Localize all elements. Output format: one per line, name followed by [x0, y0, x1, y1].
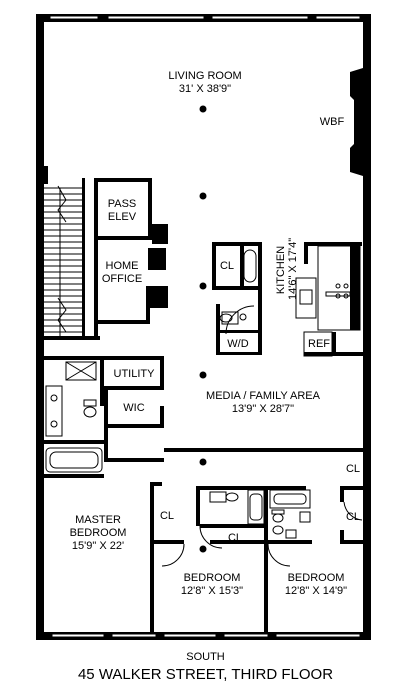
pass-elev-label: PASS ELEV: [96, 198, 148, 224]
kitchen-label: KITCHEN 14'6" X 17'4": [275, 238, 299, 300]
windows-bottom: [51, 633, 361, 638]
east-closet-label: CL: [345, 511, 361, 523]
kitchen-name: KITCHEN: [275, 245, 287, 295]
west-bath-walls: [44, 356, 164, 478]
wbf-label: WBF: [319, 116, 345, 128]
hall-closet-label: CL: [345, 463, 361, 475]
media-area-label: MEDIA / FAMILY AREA 13'9" X 28'7": [188, 390, 338, 416]
utility-label: UTILITY: [113, 368, 155, 380]
bedroom1-name: BEDROOM: [183, 572, 241, 584]
kitchen-fixtures: [219, 249, 257, 335]
kitchen-walls: [212, 242, 262, 355]
address-title: 45 WALKER STREET, THIRD FLOOR: [77, 666, 334, 683]
kitchen-closet-label: CL: [219, 260, 235, 272]
orientation-label: SOUTH: [186, 651, 225, 663]
master-bedroom-line2: BEDROOM: [69, 527, 127, 539]
home-office-line1: HOME: [105, 260, 139, 272]
kitchen-counter: [295, 242, 364, 357]
living-room-label: LIVING ROOM 31' X 38'9": [150, 70, 260, 96]
pass-elev-line1: PASS: [107, 198, 137, 210]
living-room-dims: 31' X 38'9": [178, 83, 232, 95]
master-bedroom-dims: 15'9" X 22': [71, 540, 125, 552]
elevator-office-walls: [94, 178, 168, 336]
master-bedroom-line1: MASTER: [75, 514, 121, 526]
master-bedroom-label: MASTER BEDROOM 15'9" X 22': [56, 514, 140, 553]
ref-label: REF: [308, 338, 330, 350]
wd-label: W/D: [227, 338, 249, 350]
bath-closet-label: CL: [227, 532, 243, 544]
home-office-line2: OFFICE: [101, 273, 143, 285]
west-bath-fixtures: [45, 361, 103, 473]
bedroom1-dims: 12'8" X 15'3": [180, 585, 244, 597]
bedroom-baths-fixtures: [161, 489, 363, 567]
living-room-name: LIVING ROOM: [168, 70, 242, 82]
wic-label: WIC: [123, 402, 145, 414]
pass-elev-line2: ELEV: [107, 211, 137, 223]
kitchen-dims: 14'6" X 17'4": [287, 237, 299, 300]
media-area-dims: 13'9" X 28'7": [231, 403, 295, 415]
media-area-name: MEDIA / FAMILY AREA: [206, 390, 320, 402]
bedroom2-dims: 12'8" X 14'9": [284, 585, 348, 597]
home-office-label: HOME OFFICE: [96, 260, 148, 286]
bedroom-walls: [104, 448, 363, 632]
bedroom1-label: BEDROOM 12'8" X 15'3": [164, 572, 260, 598]
columns: [199, 105, 207, 553]
bedroom2-label: BEDROOM 12'8" X 14'9": [270, 572, 362, 598]
fireplace: [350, 68, 363, 176]
windows-top: [49, 15, 361, 20]
stairs: [44, 185, 82, 336]
stair-walls: [44, 166, 100, 340]
master-closet-label: CL: [159, 510, 175, 522]
bedroom2-name: BEDROOM: [287, 572, 345, 584]
